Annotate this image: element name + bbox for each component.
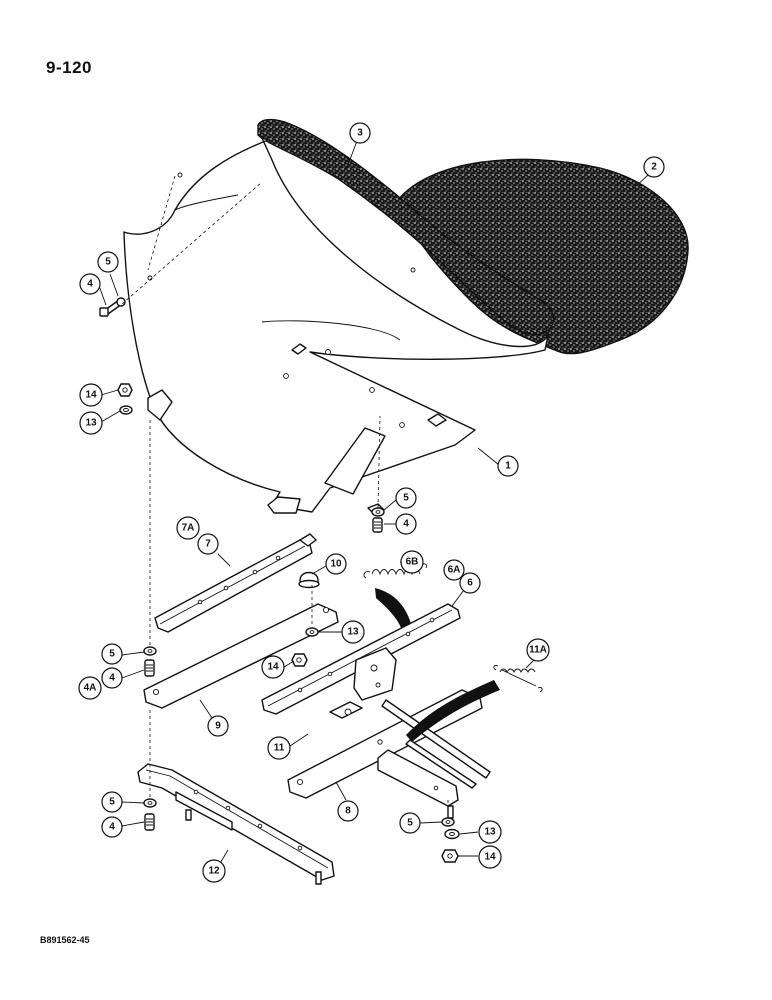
callout-3: 3 <box>349 122 371 144</box>
alignment-lines <box>121 175 449 816</box>
svg-text:14: 14 <box>267 662 279 673</box>
svg-text:9: 9 <box>215 721 221 732</box>
washer-5-rail <box>143 646 157 656</box>
svg-text:5: 5 <box>403 493 409 504</box>
callout-10: 10 <box>325 553 347 575</box>
washer-5-upper <box>116 297 126 307</box>
callout-11: 11 <box>267 736 291 760</box>
svg-text:10: 10 <box>330 559 342 570</box>
washer-13-upper <box>119 405 133 415</box>
svg-text:6A: 6A <box>448 565 461 576</box>
svg-text:3: 3 <box>357 128 363 139</box>
svg-text:4: 4 <box>109 673 115 684</box>
svg-text:8: 8 <box>345 806 351 817</box>
bolt-4a <box>144 659 155 677</box>
callout-7a: 7A <box>176 516 200 540</box>
nut-14-lower <box>441 849 459 863</box>
svg-text:5: 5 <box>109 797 115 808</box>
svg-text:5: 5 <box>407 818 413 829</box>
svg-text:13: 13 <box>484 827 496 838</box>
slide-rail-7 <box>154 533 317 633</box>
plate-9 <box>143 603 339 709</box>
svg-text:4: 4 <box>87 279 93 290</box>
washer-5-mid <box>371 507 385 517</box>
callout-4-lower-left: 4 <box>101 816 123 838</box>
callout-5-mid: 5 <box>395 487 417 509</box>
callout-2: 2 <box>643 156 665 178</box>
callout-6b: 6B <box>400 550 424 574</box>
svg-text:11: 11 <box>274 743 285 754</box>
callout-9: 9 <box>207 715 229 737</box>
callout-4a: 4A <box>78 676 102 700</box>
nut-14-mid <box>291 653 308 667</box>
svg-text:11A: 11A <box>529 645 547 656</box>
release-handle-rod <box>381 699 491 779</box>
callout-14-mid: 14 <box>261 655 285 679</box>
callout-13-mid: 13 <box>341 620 365 644</box>
spring-11a-arrow <box>406 680 500 742</box>
svg-text:13: 13 <box>347 627 359 638</box>
washer-13-lower <box>444 828 460 840</box>
svg-text:4A: 4A <box>84 683 97 694</box>
figure-code: B891562-45 <box>40 935 90 945</box>
callout-11a: 11A <box>526 638 550 662</box>
callout-14-upper: 14 <box>79 383 103 407</box>
callout-5-rail: 5 <box>101 643 123 665</box>
callout-5-lower-left: 5 <box>101 791 123 813</box>
callout-13-lower: 13 <box>478 820 502 844</box>
bumper-10 <box>298 571 320 589</box>
callout-14-lower: 14 <box>478 845 502 869</box>
svg-text:13: 13 <box>85 418 97 429</box>
svg-text:1: 1 <box>505 461 511 472</box>
bolt-4-mid <box>372 517 383 533</box>
svg-text:6: 6 <box>467 578 473 589</box>
seat-pan <box>123 137 549 515</box>
callout-4-mid: 4 <box>395 513 417 535</box>
latch-assembly <box>329 647 397 719</box>
svg-text:14: 14 <box>85 390 97 401</box>
callout-4-upper: 4 <box>79 273 101 295</box>
callout-13-upper: 13 <box>79 411 103 435</box>
callout-6a: 6A <box>443 559 465 581</box>
bolt-4-lower-left <box>144 813 155 831</box>
callout-6: 6 <box>459 572 481 594</box>
svg-text:6B: 6B <box>406 557 419 568</box>
svg-text:12: 12 <box>208 866 220 877</box>
callout-4-rail: 4 <box>101 667 123 689</box>
washer-5-lower-right <box>441 817 455 827</box>
svg-text:7: 7 <box>205 539 211 550</box>
svg-text:14: 14 <box>484 852 496 863</box>
callout-5-upper: 5 <box>97 251 119 273</box>
washer-5-lower-left <box>143 798 157 808</box>
callout-5-lower-right: 5 <box>399 812 421 834</box>
page-number: 9-120 <box>46 58 92 77</box>
svg-text:7A: 7A <box>182 523 195 534</box>
svg-text:2: 2 <box>651 162 657 173</box>
lower-rail-right <box>377 749 459 819</box>
callout-1: 1 <box>497 455 519 477</box>
washer-13-mid <box>305 627 319 637</box>
lower-rail-12 <box>137 763 335 885</box>
spring-11a <box>493 665 543 693</box>
nut-14-upper <box>117 383 133 397</box>
callout-8: 8 <box>337 800 359 822</box>
svg-text:4: 4 <box>403 519 409 530</box>
callout-7: 7 <box>197 533 219 555</box>
callout-12: 12 <box>202 859 226 883</box>
svg-text:4: 4 <box>109 822 115 833</box>
back-cushion <box>257 118 555 336</box>
svg-text:5: 5 <box>109 649 115 660</box>
svg-text:5: 5 <box>105 257 111 268</box>
seat-cushion <box>397 158 689 355</box>
